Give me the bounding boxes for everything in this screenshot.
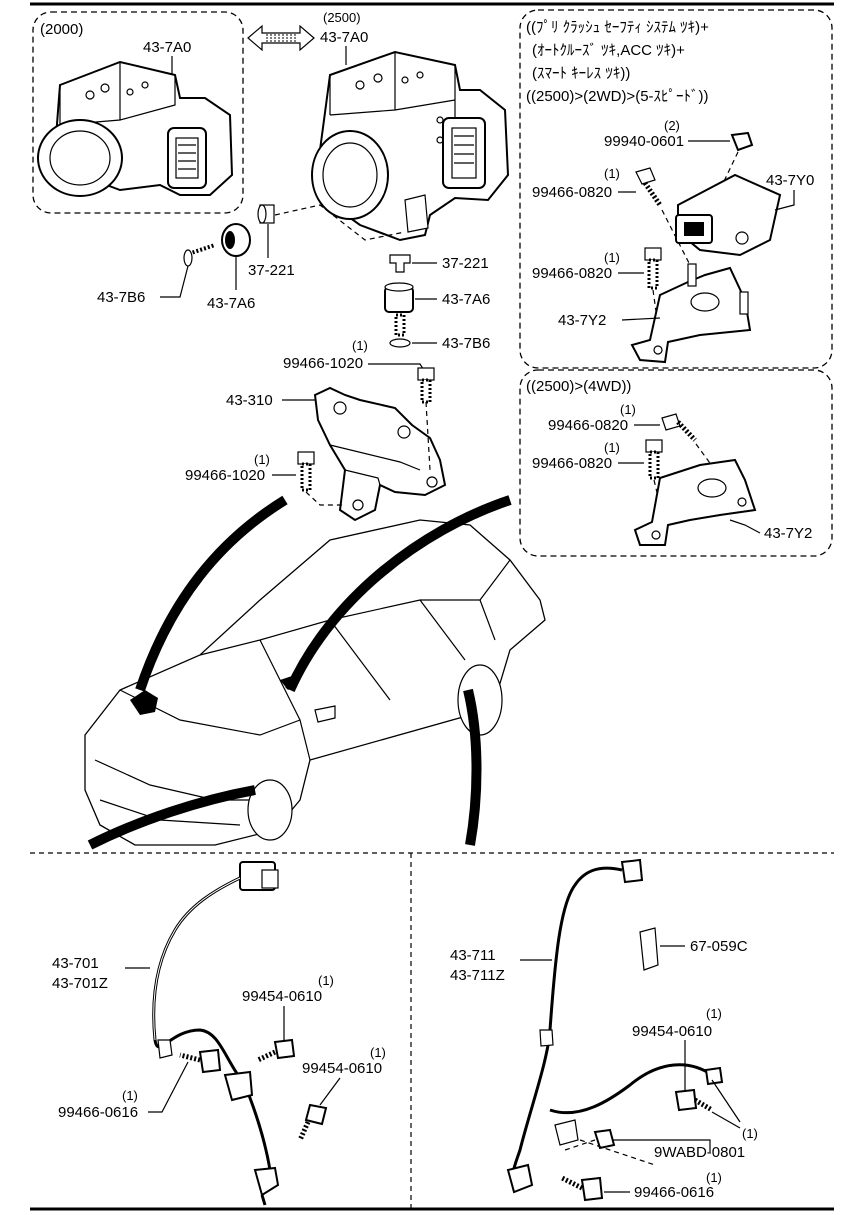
part-99466-0616-label-b: 99466-0616 bbox=[634, 1184, 714, 1201]
variant-note-line1: ((ﾌﾟﾘ ｸﾗｯｼｭ ｾｰﾌﾃｨ ｼｽﾃﾑ ﾂｷ)+ bbox=[526, 19, 709, 36]
qty-99940-0601: (2) bbox=[664, 118, 680, 133]
yaw-rate-sensor-43-7Y0 bbox=[675, 173, 782, 257]
part-43-701-label: 43-701 bbox=[52, 955, 99, 972]
part-43-7Y0-label: 43-7Y0 bbox=[766, 172, 814, 189]
bolt-99466-0820-a bbox=[635, 167, 663, 207]
bolt-99466-0820-c bbox=[661, 413, 697, 442]
qty-99466-1020-a: (1) bbox=[352, 338, 368, 353]
part-37-221-label-b: 37-221 bbox=[442, 255, 489, 272]
bolt-99454-0610-c bbox=[674, 1088, 714, 1113]
part-43-7A6-label-b: 43-7A6 bbox=[442, 291, 490, 308]
part-43-711-label: 43-711 bbox=[450, 947, 496, 964]
bolt-99466-0820-d bbox=[645, 439, 663, 480]
qty-99466-0820-c: (1) bbox=[620, 402, 636, 417]
part-43-310-label: 43-310 bbox=[226, 392, 273, 409]
nut-99940-0601 bbox=[730, 131, 754, 152]
rear-wheel-speed-sensor-harness bbox=[506, 858, 724, 1194]
qty-99466-0820-a: (1) bbox=[604, 166, 620, 181]
part-43-7Y2-label-a: 43-7Y2 bbox=[558, 312, 606, 329]
qty-99466-1020-b: (1) bbox=[254, 452, 270, 467]
part-99466-1020-label-a: 99466-1020 bbox=[283, 355, 363, 372]
bolt-99454-0610-b bbox=[297, 1103, 328, 1142]
part-43-7A0-label-b: 43-7A0 bbox=[320, 29, 368, 46]
part-9WABD-0801-label: 9WABD-0801 bbox=[654, 1144, 745, 1161]
part-99466-0820-label-b: 99466-0820 bbox=[532, 265, 612, 282]
bolt-99466-1020-b bbox=[297, 451, 315, 492]
pointer-to-rear-sensor bbox=[463, 688, 482, 846]
qty-99466-0820-d: (1) bbox=[604, 440, 620, 455]
bolt-99454-0610-a bbox=[256, 1038, 296, 1063]
part-99466-0616-label-a: 99466-0616 bbox=[58, 1104, 138, 1121]
qty-99454-0610-a: (1) bbox=[318, 973, 334, 988]
qty-99466-0616-a: (1) bbox=[122, 1088, 138, 1103]
variant-2wd-box bbox=[519, 9, 833, 369]
front-wheel-speed-sensor-harness bbox=[152, 861, 280, 1206]
variant-2000-box bbox=[32, 11, 244, 214]
part-43-7A0-label-a: 43-7A0 bbox=[143, 39, 191, 56]
part-99454-0610-label-c: 99454-0610 bbox=[632, 1023, 712, 1040]
bolt-99466-0616-a bbox=[179, 1048, 222, 1074]
part-37-221-label-a: 37-221 bbox=[248, 262, 295, 279]
variant-note-line2: (ｵｰﾄｸﾙｰｽﾞ ﾂｷ,ACC ﾂｷ)+ bbox=[532, 42, 685, 59]
sensor-bracket-43-7Y2-a bbox=[630, 263, 752, 364]
variant-note-line3: (ｽﾏｰﾄ ｷｰﾚｽ ﾂｷ)) bbox=[532, 65, 630, 82]
part-67-059C-label: 67-059C bbox=[690, 938, 748, 955]
qty-99466-0616-b: (1) bbox=[706, 1170, 722, 1185]
qty-9WABD-0801: (1) bbox=[742, 1126, 758, 1141]
part-99466-1020-label-b: 99466-1020 bbox=[185, 467, 265, 484]
part-43-7B6-label-b: 43-7B6 bbox=[442, 335, 490, 352]
pointer-to-front-sensor bbox=[87, 785, 256, 850]
pointer-to-yaw-sensor bbox=[285, 495, 512, 693]
part-99940-0601-label: 99940-0601 bbox=[604, 133, 684, 150]
variant-4wd-box bbox=[519, 369, 833, 557]
variant-2500-label: (2500) bbox=[323, 10, 361, 25]
qty-99454-0610-b: (1) bbox=[370, 1045, 386, 1060]
abs-bracket-43-310 bbox=[313, 386, 447, 522]
bolt-99466-0616-b bbox=[560, 1175, 604, 1202]
abs-hydraulic-unit-2500 bbox=[311, 50, 510, 242]
variant-2000-label: (2000) bbox=[40, 21, 83, 38]
interchange-arrow bbox=[247, 24, 315, 52]
part-43-7B6-label-a: 43-7B6 bbox=[97, 289, 145, 306]
clip-67-059C bbox=[639, 927, 659, 971]
variant-note-line4: ((2500)>(2WD)>(5-ｽﾋﾟｰﾄﾞ)) bbox=[526, 88, 709, 105]
part-43-701Z-label: 43-701Z bbox=[52, 975, 108, 992]
bolt-99466-0820-b bbox=[644, 247, 662, 290]
qty-99466-0820-b: (1) bbox=[604, 250, 620, 265]
vehicle-illustration bbox=[84, 519, 546, 846]
part-99454-0610-label-b: 99454-0610 bbox=[302, 1060, 382, 1077]
hardware-right bbox=[384, 254, 414, 348]
bolt-99466-1020-a bbox=[417, 367, 435, 404]
part-99466-0820-label-d: 99466-0820 bbox=[532, 455, 612, 472]
part-99466-0820-label-a: 99466-0820 bbox=[532, 184, 612, 201]
pointer-to-hydraulic-unit bbox=[135, 495, 288, 692]
part-43-7A6-label-a: 43-7A6 bbox=[207, 295, 255, 312]
variant-2000-group: (2000) 43-7A0 bbox=[32, 11, 244, 214]
variant-4wd-label: ((2500)>(4WD)) bbox=[526, 378, 631, 395]
qty-99454-0610-c: (1) bbox=[706, 1006, 722, 1021]
part-99466-0820-label-c: 99466-0820 bbox=[548, 417, 628, 434]
part-43-7Y2-label-b: 43-7Y2 bbox=[764, 525, 812, 542]
part-43-711Z-label: 43-711Z bbox=[450, 967, 505, 984]
part-99454-0610-label-a: 99454-0610 bbox=[242, 988, 322, 1005]
abs-hydraulic-unit-2000 bbox=[37, 60, 234, 197]
hardware-left bbox=[183, 204, 275, 267]
sensor-bracket-43-7Y2-b bbox=[633, 458, 757, 546]
nut-9WABD-0801 bbox=[593, 1128, 616, 1150]
